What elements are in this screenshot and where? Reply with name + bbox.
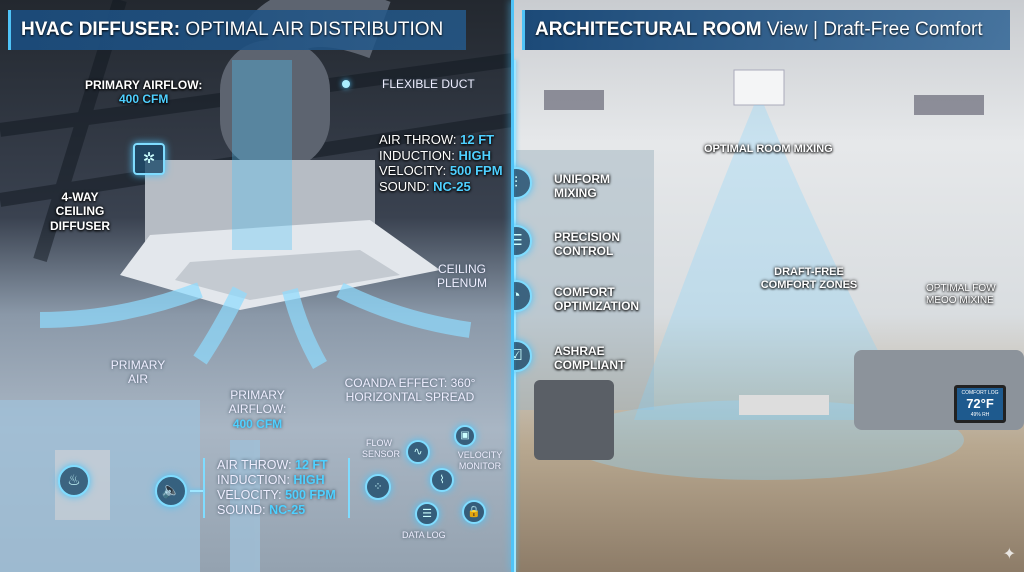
specs-bottom: AIR THROW: 12 FT INDUCTION: HIGH VELOCIT… — [203, 458, 350, 518]
waveform-icon: ⌇ — [430, 468, 454, 492]
coffee-table — [739, 395, 829, 415]
right-title: ARCHITECTURAL ROOM View | Draft-Free Com… — [522, 10, 1010, 50]
connector — [190, 490, 205, 492]
primary-airflow-label-top: PRIMARY AIRFLOW:400 CFM — [85, 78, 203, 107]
flame-icon: ♨ — [58, 465, 90, 497]
ceiling-plenum-label: CEILING PLENUM — [436, 262, 487, 291]
window — [514, 150, 654, 410]
coanda-label: COANDA EFFECT: 360° HORIZONTAL SPREAD — [344, 376, 476, 405]
lock-icon: 🔒 — [462, 500, 486, 524]
draft-free-zones-label: DRAFT-FREE COMFORT ZONES — [760, 266, 858, 292]
primary-air-label: PRIMARY AIR — [110, 358, 166, 387]
camera-icon: ▣ — [454, 425, 476, 447]
panel-divider — [511, 0, 514, 572]
feature-comfort-optimization: COMFORT OPTIMIZATION — [554, 285, 640, 314]
diffuser-label: 4-WAY CEILING DIFFUSER — [50, 190, 110, 233]
thermostat-label: COMFORT LOG — [961, 390, 999, 396]
flexible-duct — [220, 40, 330, 170]
left-title: HVAC DIFFUSER: OPTIMAL AIR DISTRIBUTION — [8, 10, 466, 50]
air-plume — [634, 105, 914, 420]
flow-sensor-icon: ∿ — [406, 440, 430, 464]
ceiling-cassette — [733, 69, 785, 106]
feature-uniform-mixing: UNIFORM MIXING — [554, 172, 610, 201]
thermostat-temp: 72°F — [966, 396, 994, 411]
linear-vent-right — [914, 95, 984, 115]
airflow-arrows — [39, 282, 472, 369]
flow-sensor-label: FLOW SENSOR — [362, 438, 401, 459]
linear-vent-left — [544, 90, 604, 110]
specs-top: AIR THROW: 12 FT INDUCTION: HIGH VELOCIT… — [379, 132, 503, 194]
feature-ashrae-compliant: ASHRAE COMPLIANT — [554, 344, 626, 373]
flexible-duct-label: FLEXIBLE DUCT — [382, 77, 475, 91]
velocity-monitor-label: VELOCITY MONITOR — [457, 450, 503, 471]
armchair — [534, 380, 614, 460]
database-icon: ☰ — [415, 502, 439, 526]
architectural-room-panel: ARCHITECTURAL ROOM View | Draft-Free Com… — [514, 0, 1024, 572]
hvac-diffuser-panel: HVAC DIFFUSER: OPTIMAL AIR DISTRIBUTION … — [0, 0, 512, 572]
sparkle-icon: ✦ — [1002, 546, 1016, 563]
primary-airflow-label-bottom: PRIMARY AIRFLOW:400 CFM — [228, 388, 287, 431]
room-illustration — [514, 69, 1024, 480]
speaker-icon: 🔈 — [155, 475, 187, 507]
duct-marker — [342, 80, 350, 88]
feature-rail — [514, 60, 516, 572]
thermostat-display[interactable]: COMFORT LOG 72°F 49% RH — [954, 385, 1006, 423]
sensor-grid-icon: ⁘ — [365, 474, 391, 500]
network-hub-icon: ✲ — [133, 143, 165, 175]
feature-precision-control: PRECISION CONTROL — [554, 230, 621, 259]
data-log-label: DATA LOG — [402, 530, 446, 540]
optimal-flow-label: OPTIMAL FOW MEOO MIXINE — [926, 283, 996, 306]
optimal-room-mixing-label: OPTIMAL ROOM MIXING — [704, 143, 833, 155]
thermostat-humidity: 49% RH — [970, 411, 990, 418]
